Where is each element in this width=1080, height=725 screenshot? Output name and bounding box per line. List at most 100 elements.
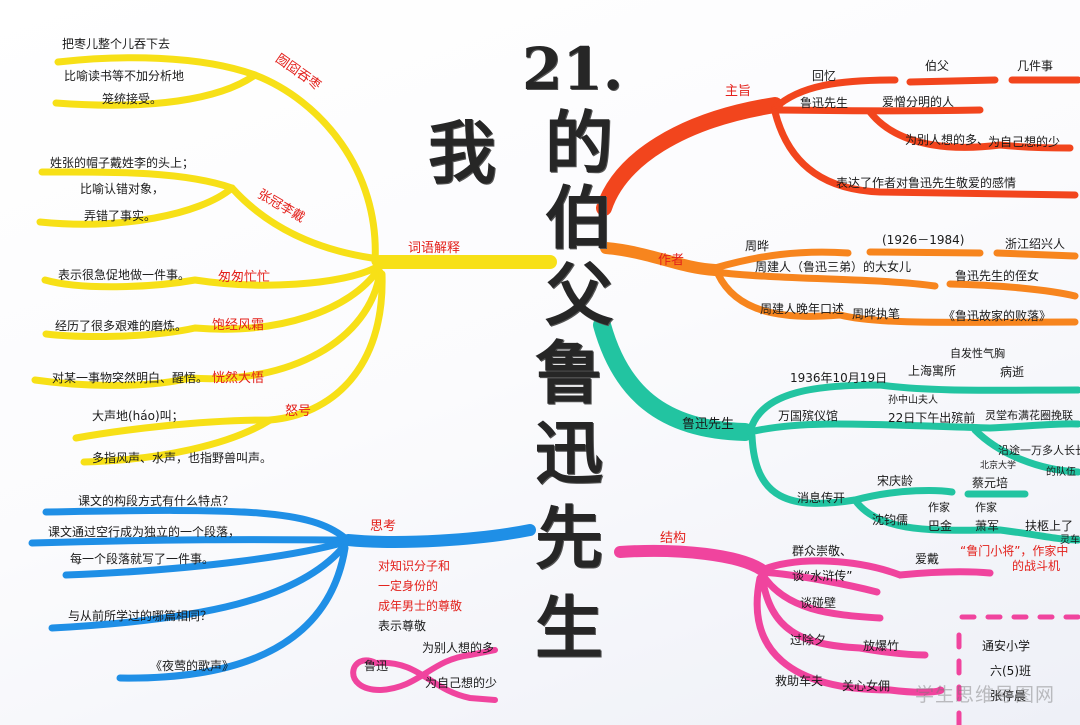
title-char: 的 (545, 104, 614, 184)
thinking-label: 思考 (370, 519, 397, 534)
vocab-definition: 姓张的帽子戴姓李的头上； (50, 156, 195, 170)
structure-label: 结构 (660, 531, 687, 546)
luxun-item: 上海寓所 (908, 364, 957, 378)
structure-note: 的战斗机 (1012, 559, 1061, 573)
luxun-label: 鲁迅先生 (682, 417, 735, 432)
author-item: 周建人（鲁迅三弟）的大女儿 (755, 260, 912, 274)
theme-label: 主旨 (725, 84, 752, 99)
structure-item: 放爆竹 (863, 639, 900, 653)
luxun-item: 消息传开 (797, 491, 846, 505)
vocab-definition: 表示很急促地做一件事。 (58, 268, 191, 282)
author-branches (600, 242, 1079, 326)
thinking-note: 成年男士的尊敬 (378, 599, 463, 613)
luxun-item: 作家 (928, 501, 950, 514)
vocab-term: 饱经风霜 (212, 318, 265, 333)
thinking-item: 课文的构段方式有什么特点？ (78, 494, 235, 508)
luxun-item: 沈钧儒 (872, 513, 909, 527)
signature-name: 张停晨 (990, 689, 1027, 703)
author-item: 鲁迅先生的侄女 (955, 269, 1040, 283)
luxun-item: 宋庆龄 (877, 474, 914, 488)
loop-bottom: 为自己想的少 (425, 676, 498, 690)
author-label: 作者 (658, 253, 685, 268)
structure-item: 谈碰壁 (800, 596, 837, 610)
title-char: 我 (428, 114, 497, 194)
luxun-item: 1936年10月19日 (790, 371, 888, 385)
luxun-item: 自发性气胸 (950, 347, 1005, 360)
theme-item: 为自己想的少 (988, 135, 1061, 149)
luxun-item: 万国殡仪馆 (778, 409, 839, 423)
signature-border (956, 614, 1080, 725)
structure-item: 救助车夫 (775, 674, 824, 688)
luxun-item: 萧军 (975, 519, 1000, 533)
luxun-item: 灵车 (1060, 535, 1080, 546)
thinking-item: 与从前所学过的哪篇相同？ (68, 609, 213, 623)
vocab-definition: 对某一事物突然明白、醒悟。 (52, 371, 209, 385)
luxun-item: 22日下午出殡前 (888, 411, 976, 425)
structure-item: 群众崇敬、 (792, 544, 853, 558)
thinking-item: 每一个段落就写了一件事。 (70, 552, 215, 566)
luxun-item: 病逝 (1000, 365, 1025, 379)
author-item: 周晔执笔 (852, 307, 901, 321)
thinking-note: 对知识分子和 (378, 559, 451, 573)
vocab-definition: 比喻读书等不加分析地 (64, 69, 185, 83)
theme-branches (596, 76, 1080, 216)
title-char: 先 (535, 499, 604, 579)
structure-branches (350, 544, 994, 703)
structure-item: 关心女佣 (842, 679, 891, 693)
vocab-definition: 多指风声、水声，也指野兽叫声。 (92, 451, 273, 465)
luxun-branches (593, 316, 1080, 544)
structure-item: 谈“水浒传” (792, 569, 853, 583)
vocab-branches (31, 54, 557, 466)
vocab-definition: 比喻认错对象， (80, 182, 165, 196)
vocab-term: 匆匆忙忙 (218, 270, 271, 285)
signature-class: 六(5)班 (990, 664, 1031, 678)
theme-item: 回忆 (812, 69, 837, 83)
vocab-label: 词语解释 (408, 241, 461, 256)
signature-school: 通安小学 (982, 639, 1031, 653)
luxun-item: 灵堂布满花圈挽联 (985, 409, 1073, 422)
luxun-item: 蔡元培 (972, 476, 1009, 490)
luxun-item: 作家 (975, 501, 997, 514)
thinking-note: 一定身份的 (378, 579, 439, 593)
theme-item: 鲁迅先生 (800, 96, 849, 110)
loop-top: 为别人想的多 (422, 641, 495, 655)
title-char: 迅 (535, 414, 604, 494)
title-char: 伯 (545, 179, 614, 259)
lesson-number: 21. (522, 35, 623, 103)
loop-center: 鲁迅 (364, 659, 389, 673)
luxun-item: 北京大学 (980, 461, 1017, 471)
theme-item: 几件事 (1017, 59, 1054, 73)
luxun-item: 孙中山夫人 (888, 395, 938, 406)
watermark: 学生思维导图网 (915, 684, 1056, 706)
structure-item: 过除夕 (790, 633, 827, 647)
vocab-term: 怒号 (285, 404, 312, 419)
theme-item: 爱憎分明的人 (882, 95, 955, 109)
structure-note: “鲁门小将”，作家中 (960, 544, 1069, 558)
thinking-item: 《夜莺的歌声》 (150, 659, 235, 673)
thinking-item: 课文通过空行成为独立的一个段落， (48, 525, 241, 539)
theme-item: 为别人想的多、 (905, 133, 990, 147)
thinking-branches (28, 506, 536, 682)
author-item: (1926－1984) (882, 233, 965, 247)
structure-item: 爱戴 (915, 552, 940, 566)
vocab-definition: 弄错了事实。 (84, 209, 157, 223)
luxun-item: 的队伍 (1046, 467, 1076, 478)
author-item: 《鲁迅故家的败落》 (943, 309, 1052, 323)
luxun-item: 沿途一万多人长长 (998, 444, 1080, 457)
theme-item: 表达了作者对鲁迅先生敬爱的感情 (836, 176, 1017, 190)
title-char: 父 (545, 256, 614, 336)
vocab-definition: 把枣儿整个儿吞下去 (62, 37, 171, 51)
title-char: 生 (535, 589, 604, 669)
author-item: 周建人晚年口述 (760, 302, 845, 316)
title-char: 鲁 (535, 334, 604, 414)
luxun-item: 扶柩上了 (1025, 519, 1074, 533)
luxun-item: 巴金 (928, 519, 953, 533)
vocab-definition: 大声地(háo)叫； (92, 409, 184, 423)
vocab-term: 恍然大悟 (212, 371, 265, 386)
author-item: 浙江绍兴人 (1005, 237, 1066, 251)
author-item: 周晔 (745, 239, 770, 253)
vocab-definition: 笼统接受。 (102, 92, 163, 106)
theme-item: 伯父 (925, 59, 950, 73)
thinking-respect: 表示尊敬 (378, 619, 427, 633)
